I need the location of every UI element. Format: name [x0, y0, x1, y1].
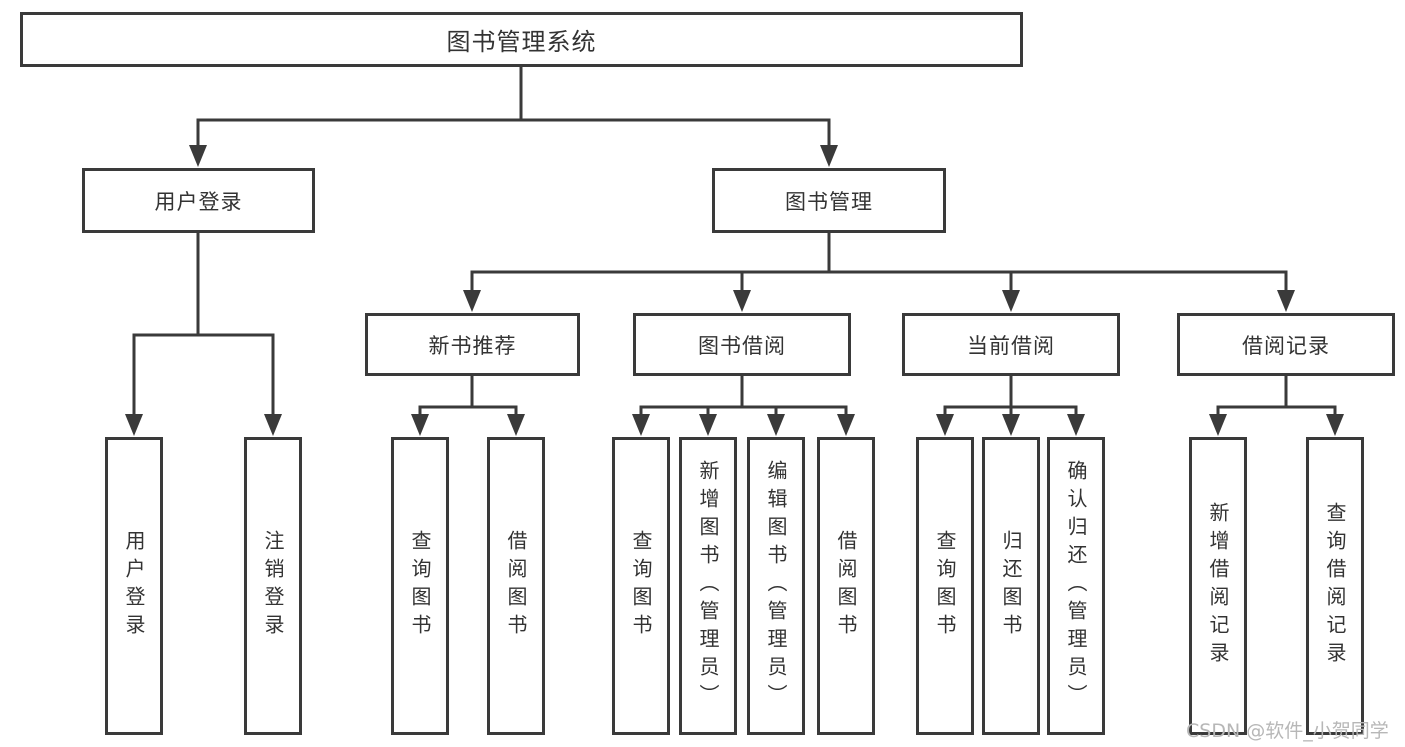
leaf-query-borrow-record-label: 查询借阅记录 — [1323, 502, 1347, 670]
leaf-return-book-label: 归还图书 — [999, 530, 1023, 642]
leaf-edit-book-admin-label: 编辑图书（管理员） — [764, 460, 788, 712]
leaf-borrow-books: 借阅图书 — [817, 437, 875, 735]
node-user-login-label: 用户登录 — [154, 189, 243, 214]
node-borrow-records: 借阅记录 — [1177, 313, 1395, 376]
node-root-library-system: 图书管理系统 — [20, 12, 1023, 67]
leaf-query-books-new-label: 查询图书 — [408, 530, 432, 642]
leaf-query-books-borrow: 查询图书 — [612, 437, 670, 735]
connector-user-login-to-leaves — [125, 233, 282, 436]
leaf-add-book-admin: 新增图书（管理员） — [679, 437, 737, 735]
node-current-borrow-label: 当前借阅 — [967, 333, 1055, 358]
connector-book-mgmt-to-level3 — [463, 233, 1295, 312]
leaf-user-login-label: 用户登录 — [122, 530, 146, 642]
leaf-borrow-books-new: 借阅图书 — [487, 437, 545, 735]
node-user-login: 用户登录 — [82, 168, 315, 233]
node-book-borrow-label: 图书借阅 — [698, 333, 786, 358]
csdn-watermark: CSDN @软件_小贺同学 — [1186, 720, 1389, 742]
connector-book-borrow-to-leaves — [632, 376, 855, 436]
connector-current-borrow-to-leaves — [936, 376, 1085, 436]
node-book-management: 图书管理 — [712, 168, 946, 233]
connector-new-books-to-leaves — [411, 376, 525, 436]
node-current-borrow: 当前借阅 — [902, 313, 1120, 376]
connector-borrow-records-to-leaves — [1209, 376, 1344, 436]
node-borrow-records-label: 借阅记录 — [1242, 333, 1330, 358]
leaf-edit-book-admin: 编辑图书（管理员） — [747, 437, 805, 735]
leaf-confirm-return-admin: 确认归还（管理员） — [1047, 437, 1105, 735]
leaf-query-books-current: 查询图书 — [916, 437, 974, 735]
node-root-label: 图书管理系统 — [446, 28, 597, 56]
leaf-query-borrow-record: 查询借阅记录 — [1306, 437, 1364, 735]
node-new-book-recommend-label: 新书推荐 — [428, 333, 517, 358]
leaf-query-books-borrow-label: 查询图书 — [629, 530, 653, 642]
node-book-borrow: 图书借阅 — [633, 313, 851, 376]
leaf-borrow-books-new-label: 借阅图书 — [504, 530, 528, 642]
leaf-return-book: 归还图书 — [982, 437, 1040, 735]
leaf-add-borrow-record-label: 新增借阅记录 — [1206, 502, 1230, 670]
leaf-query-books-new: 查询图书 — [391, 437, 449, 735]
leaf-borrow-books-label: 借阅图书 — [834, 530, 858, 642]
node-new-book-recommend: 新书推荐 — [365, 313, 580, 376]
connector-root-to-level2 — [189, 67, 838, 167]
leaf-query-books-current-label: 查询图书 — [933, 530, 957, 642]
leaf-confirm-return-admin-label: 确认归还（管理员） — [1064, 460, 1088, 712]
leaf-logout-label: 注销登录 — [261, 530, 285, 642]
leaf-logout: 注销登录 — [244, 437, 302, 735]
node-book-management-label: 图书管理 — [785, 189, 873, 214]
leaf-add-borrow-record: 新增借阅记录 — [1189, 437, 1247, 735]
leaf-add-book-admin-label: 新增图书（管理员） — [696, 460, 720, 712]
leaf-user-login: 用户登录 — [105, 437, 163, 735]
